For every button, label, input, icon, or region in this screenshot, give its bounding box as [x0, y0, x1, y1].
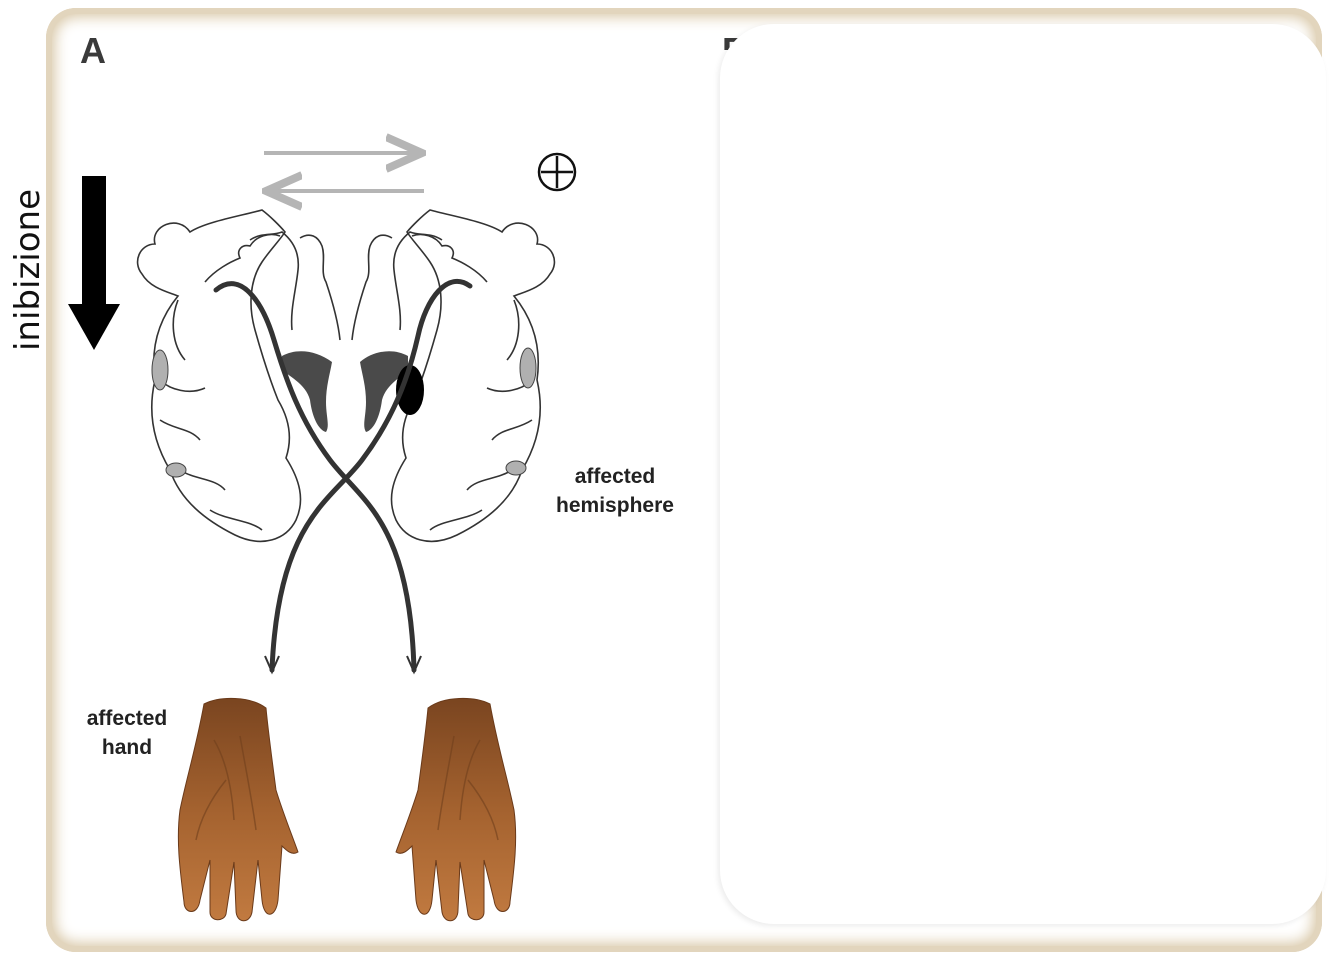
temporal-spot-left: [152, 350, 168, 390]
affected-hemisphere-label: affected hemisphere: [540, 462, 690, 520]
excitation-symbol: [536, 151, 578, 193]
affected-hand-line1: affected: [72, 704, 182, 733]
affected-hemisphere-line1: affected: [540, 462, 690, 491]
insula-spot-left: [166, 463, 186, 477]
white-overlay-panel: [720, 24, 1326, 924]
unaffected-hand-illustration: [396, 698, 516, 920]
temporal-spot-right: [520, 348, 536, 388]
tract-left-to-right: [216, 284, 414, 670]
affected-hemisphere-line2: hemisphere: [540, 491, 690, 520]
affected-hand-illustration: [178, 698, 298, 920]
insula-spot-right: [506, 461, 526, 475]
inhibition-arrow: [68, 176, 120, 350]
brain-outline: [138, 210, 555, 541]
tract-right-to-left: [272, 281, 470, 670]
affected-hand-line2: hand: [72, 733, 182, 762]
affected-hand-label: affected hand: [72, 704, 182, 762]
